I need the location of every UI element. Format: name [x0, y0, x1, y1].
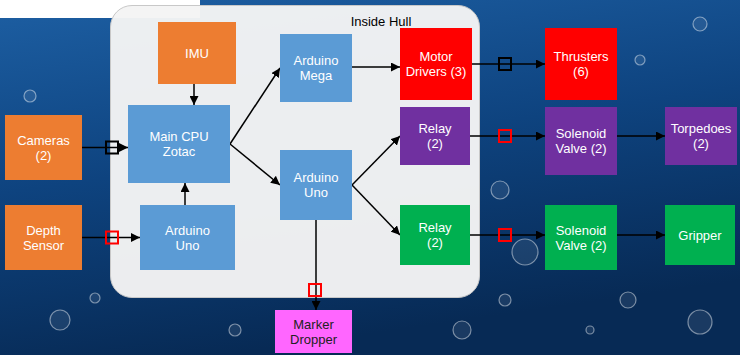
- actuator-box: Thrusters (6): [545, 28, 617, 100]
- region-heading: Inside Hull: [351, 14, 412, 29]
- box-label: Relay (2): [413, 220, 458, 250]
- signal-arrow: [617, 135, 665, 137]
- relay-box: Relay (2): [400, 107, 470, 165]
- signal-arrow: [230, 144, 280, 185]
- connector-square: [106, 232, 118, 244]
- connector-square: [499, 58, 511, 70]
- actuator-box: Marker Dropper: [275, 310, 352, 353]
- sensor-box: IMU: [158, 22, 236, 84]
- box-label: Marker Dropper: [279, 317, 348, 347]
- signal-arrow: [230, 68, 280, 144]
- bubble: [499, 294, 511, 306]
- box-label: Arduino Uno: [158, 223, 218, 253]
- controller-box: Arduino Uno: [280, 150, 352, 220]
- box-label: Relay (2): [413, 121, 458, 151]
- connector-square: [309, 284, 321, 296]
- sensor-box: Depth Sensor: [5, 205, 82, 270]
- signal-arrow: [193, 84, 195, 105]
- box-label: Cameras (2): [9, 133, 78, 163]
- controller-box: Arduino Uno: [140, 205, 235, 270]
- signal-arrow: [352, 185, 400, 235]
- signal-arrow: [470, 135, 545, 137]
- bubble: [453, 321, 471, 339]
- box-label: Motor Drivers (3): [404, 49, 468, 79]
- box-label: Gripper: [678, 228, 721, 243]
- bubble: [512, 239, 538, 265]
- signal-arrow: [472, 63, 545, 65]
- connector-square: [499, 229, 511, 241]
- connector-square: [106, 142, 118, 154]
- actuator-box: Torpedoes (2): [665, 107, 737, 165]
- bubble: [491, 181, 509, 199]
- signal-arrow: [184, 183, 186, 205]
- bubble: [620, 292, 636, 308]
- box-label: Main CPU Zotac: [144, 129, 214, 159]
- bubble: [586, 326, 594, 334]
- controller-box: Arduino Mega: [280, 34, 352, 102]
- hull-panel: Inside HullIMUMain CPU ZotacArduino UnoA…: [110, 5, 480, 298]
- bubble: [229, 324, 241, 336]
- signal-arrow: [352, 136, 400, 185]
- sensor-box: Cameras (2): [5, 115, 82, 180]
- box-label: Solenoid Valve (2): [549, 126, 613, 156]
- signal-arrow: [352, 66, 400, 68]
- box-label: Torpedoes (2): [669, 121, 733, 151]
- box-label: Depth Sensor: [9, 223, 78, 253]
- connector-square: [499, 130, 511, 142]
- box-label: Thrusters (6): [549, 49, 613, 79]
- driver-box: Motor Drivers (3): [400, 28, 472, 100]
- box-label: IMU: [185, 46, 209, 61]
- box-label: Arduino Uno: [284, 170, 348, 200]
- bubble: [693, 17, 707, 31]
- bubble: [50, 310, 70, 330]
- box-label: Arduino Mega: [284, 53, 348, 83]
- valve-box: Solenoid Valve (2): [545, 205, 617, 270]
- box-label: Solenoid Valve (2): [549, 223, 613, 253]
- relay-box: Relay (2): [400, 205, 470, 265]
- bubble: [90, 293, 100, 303]
- actuator-box: Gripper: [665, 205, 735, 265]
- bubble: [688, 310, 712, 334]
- signal-arrow: [470, 234, 545, 236]
- bubble: [24, 90, 36, 102]
- computer-box: Main CPU Zotac: [128, 105, 230, 183]
- bubble: [635, 55, 645, 65]
- signal-arrow: [617, 234, 665, 236]
- valve-box: Solenoid Valve (2): [545, 107, 617, 175]
- signal-arrow: [82, 237, 140, 239]
